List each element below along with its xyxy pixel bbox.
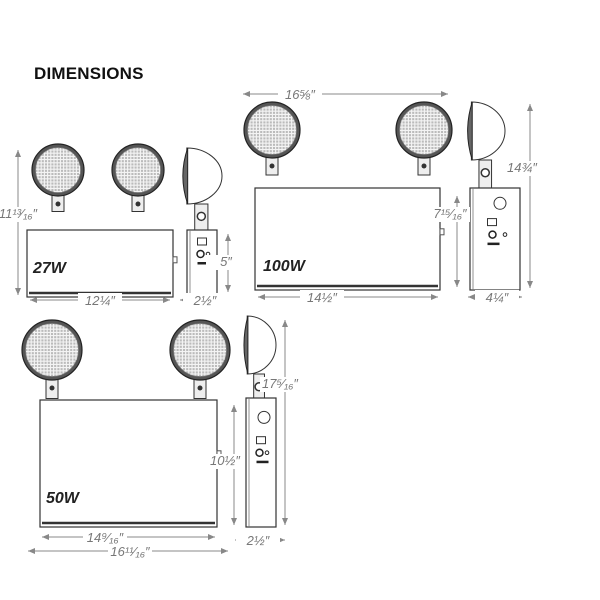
indicator-window-icon <box>197 237 207 246</box>
lamp-pivot <box>269 163 275 169</box>
lamp-lens <box>35 147 81 193</box>
model-label: 50W <box>46 490 81 507</box>
dimension-arrowheads <box>225 234 231 292</box>
lamp-pivot <box>421 163 427 169</box>
lens-grid <box>400 106 448 154</box>
lens-grid <box>116 148 161 193</box>
lamp-lens <box>25 323 79 377</box>
label-backing <box>183 293 227 307</box>
lamp-head <box>21 319 83 399</box>
label-backing <box>502 161 542 176</box>
dimension-label: 10½″ <box>210 453 240 468</box>
housing-box <box>26 229 174 298</box>
label-backing <box>0 207 38 222</box>
dimension-label: 14⁹⁄₁₆″ <box>87 530 124 545</box>
lamp-head <box>395 101 453 176</box>
label-backing <box>206 255 246 270</box>
lamp-head-side <box>467 101 506 190</box>
test-port-icon <box>257 410 271 424</box>
label-mark <box>256 460 269 464</box>
led-icon <box>502 232 508 237</box>
lamp-face <box>467 101 473 161</box>
lens-grid <box>36 148 81 193</box>
side-connector <box>439 228 445 236</box>
dimension-label: 17⁵⁄₁₆″ <box>262 376 298 391</box>
lamp-pivot <box>49 385 55 391</box>
lamp-head <box>31 143 85 212</box>
dimension-label: 16⅝″ <box>285 87 315 102</box>
lamp-face <box>243 315 249 375</box>
test-button-icon <box>196 249 205 259</box>
lamp-face <box>182 147 189 205</box>
label-backing <box>78 293 122 307</box>
side-connector <box>172 256 178 264</box>
dimension-label: 2½″ <box>246 533 270 548</box>
label-backing <box>83 530 127 544</box>
dimension-label: 14¾″ <box>507 160 537 175</box>
lamp-head-side <box>243 315 277 404</box>
dimension-label: 16¹¹⁄₁₆″ <box>110 544 150 559</box>
dimension-label: 5″ <box>220 254 232 269</box>
lens-grid <box>174 324 226 376</box>
indicator-window-icon <box>256 436 266 445</box>
lamp-head-side <box>182 147 223 233</box>
label-backing <box>236 533 280 547</box>
lamp-pivot <box>480 168 491 178</box>
dimension-label: 11¹³⁄₁₆″ <box>0 206 38 221</box>
lamp-pivot <box>197 385 203 391</box>
lamp-housing <box>186 147 223 205</box>
dimension-label: 7¹⁵⁄₁₆″ <box>433 206 467 221</box>
label-backing <box>108 544 152 558</box>
label-backing <box>260 377 300 392</box>
label-backing <box>300 290 344 304</box>
unit-100w: 16⅝″ 100W 14¾″ 7¹⁵⁄₁₆″ 14½″ 4¼″ <box>243 87 542 305</box>
indicator-window-icon <box>487 218 497 227</box>
lamp-housing <box>246 315 277 375</box>
lens-grid <box>26 324 78 376</box>
lamp-housing <box>470 101 506 161</box>
unit-50w: 50W 17⁵⁄₁₆″ 10½″ 14⁹⁄₁₆″16¹¹⁄₁₆″ 2½″ <box>21 315 300 559</box>
lamp-lens <box>115 147 161 193</box>
lamp-pivot <box>196 211 207 222</box>
label-mark <box>487 242 500 246</box>
lamp-head <box>243 101 301 176</box>
model-label: 27W <box>32 260 68 277</box>
led-icon <box>264 450 270 456</box>
label-backing <box>430 207 470 222</box>
dimension-label: 14½″ <box>307 290 337 305</box>
test-button-icon <box>255 448 264 457</box>
diagram-title: DIMENSIONS <box>34 64 144 83</box>
unit-27w: 27W 11¹³⁄₁₆″ 12¼″ 2½″ 5″ <box>0 143 246 308</box>
test-port-icon <box>493 196 507 210</box>
dimension-label: 4¼″ <box>486 290 509 305</box>
label-mark <box>197 262 210 265</box>
housing-box <box>39 399 218 528</box>
test-button-icon <box>488 230 497 239</box>
dimension-label: 12¼″ <box>85 293 115 308</box>
lamp-lens <box>173 323 227 377</box>
lamp-pivot <box>135 201 141 207</box>
model-label: 100W <box>263 258 307 275</box>
label-backing <box>278 87 322 101</box>
lamp-head <box>169 319 231 399</box>
label-backing <box>205 454 245 469</box>
housing-box <box>254 187 441 291</box>
label-backing <box>475 290 519 304</box>
dimension-label: 2½″ <box>193 293 217 308</box>
lamp-head <box>111 143 165 212</box>
lamp-pivot <box>55 201 61 207</box>
lens-grid <box>248 106 296 154</box>
